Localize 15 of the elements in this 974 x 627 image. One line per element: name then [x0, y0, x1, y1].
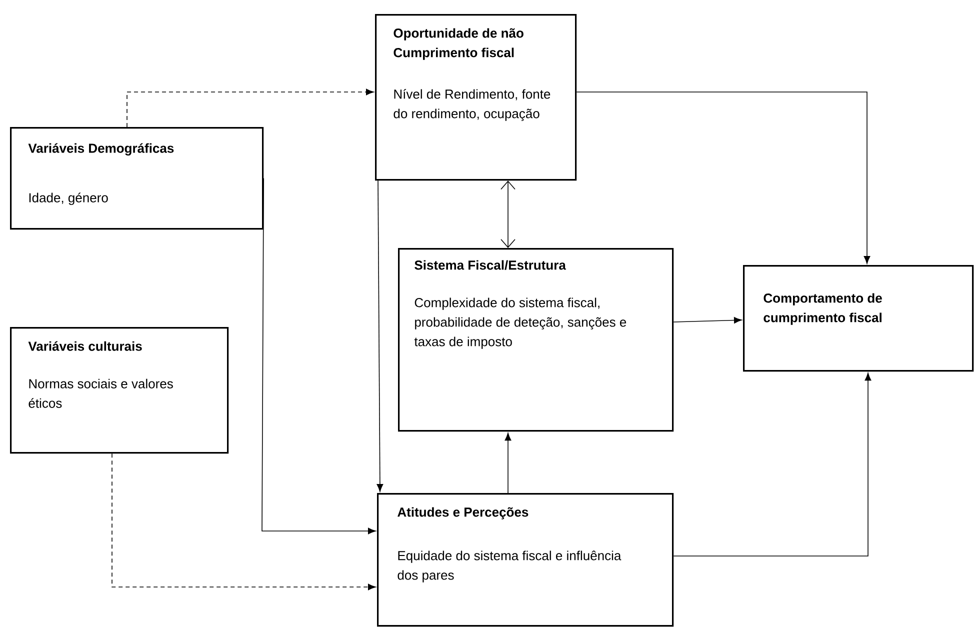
arrow — [126, 88, 374, 128]
arrow — [673, 317, 742, 324]
text-box: Sistema Fiscal/Estrutura Complexidade do sistema fiscal, probabilidade de deteção, sanções e taxas de imposto — [398, 248, 674, 432]
arrow — [576, 92, 870, 264]
arrow — [112, 453, 376, 590]
text-box: Variáveis culturais Normas sociais e valores éticos — [10, 327, 229, 454]
text-box: Atitudes e Perceções Equidade do sistema fiscal e influência dos pares — [377, 493, 674, 627]
text-box: Comportamento de cumprimento fiscal — [743, 265, 974, 372]
text-box: Oportunidade de não Cumprimento fiscal Nível de Rendimento, fonte do rendimento, ocupação — [375, 14, 577, 181]
arrow — [500, 180, 516, 248]
arrow — [262, 178, 376, 534]
arrow — [376, 180, 384, 492]
arrow — [504, 432, 512, 494]
arrow — [673, 372, 872, 556]
text-box: Variáveis Demográficas Idade, género — [10, 127, 264, 230]
